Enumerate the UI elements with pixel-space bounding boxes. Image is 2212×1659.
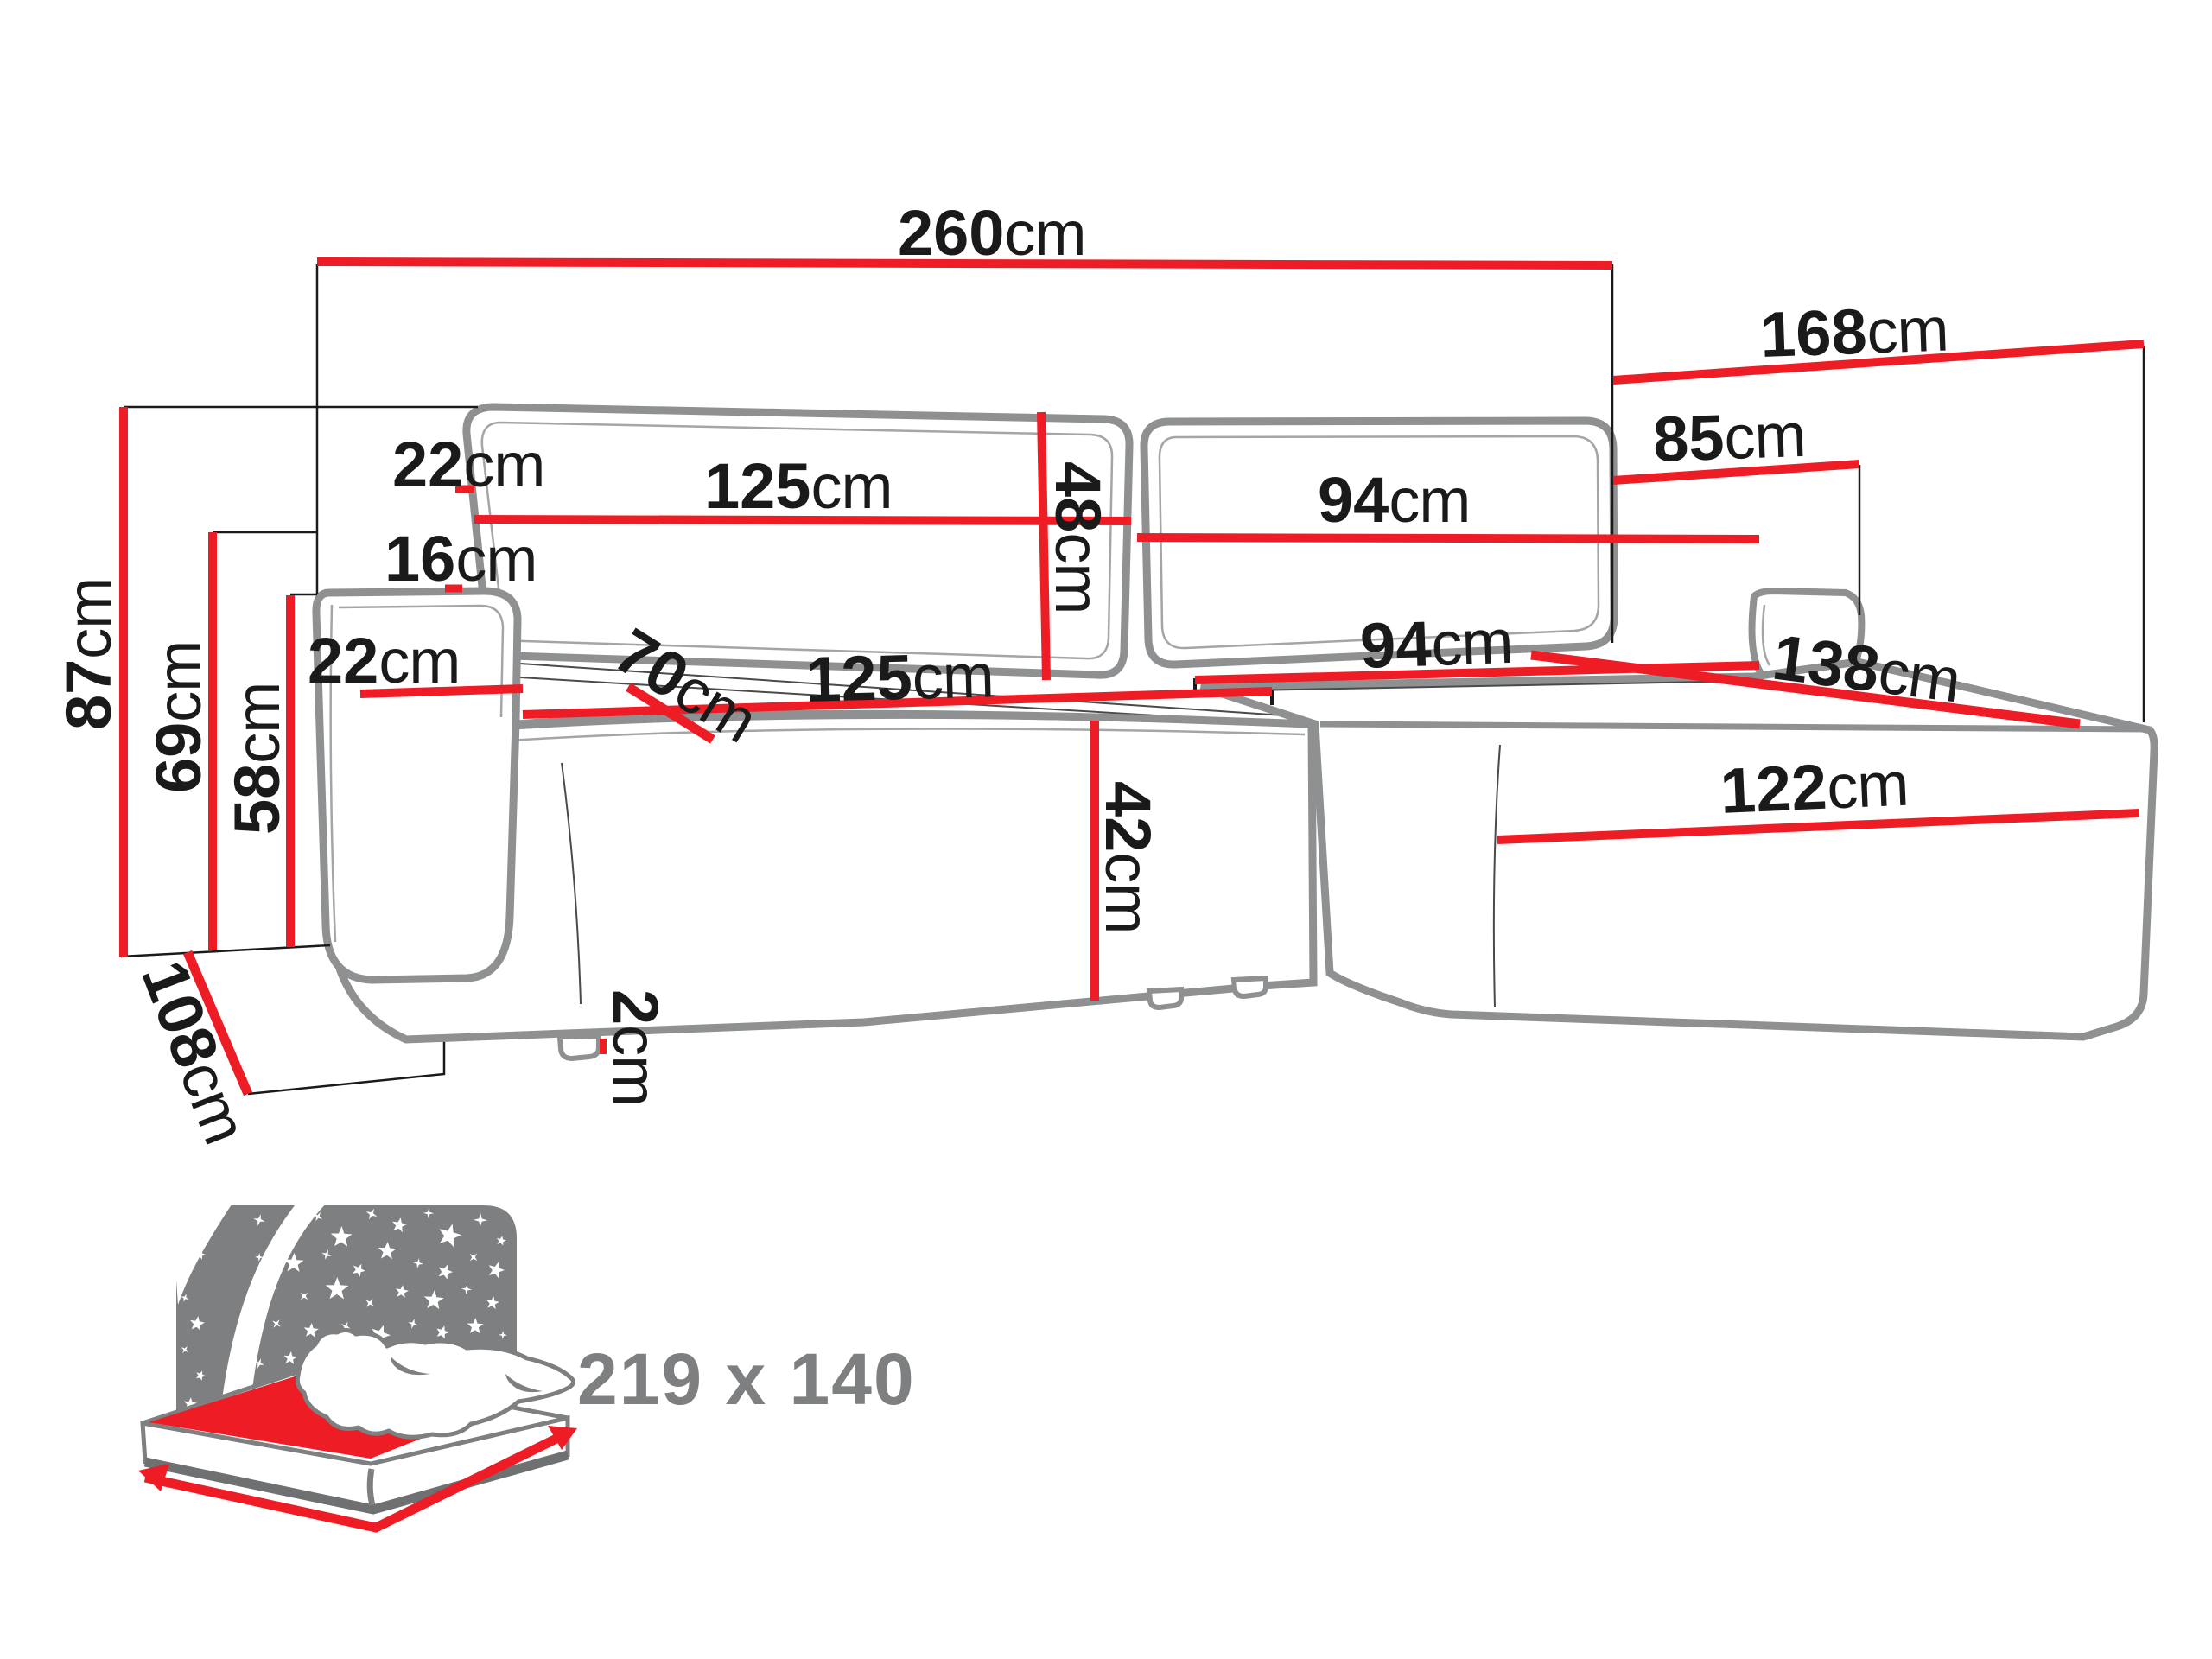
svg-text:22cm: 22cm: [392, 429, 544, 500]
svg-text:125cm: 125cm: [804, 639, 995, 715]
svg-text:125cm: 125cm: [704, 450, 892, 522]
svg-text:48cm: 48cm: [1042, 461, 1114, 613]
svg-text:22cm: 22cm: [308, 625, 460, 696]
svg-text:94cm: 94cm: [1318, 464, 1470, 536]
svg-text:2cm: 2cm: [600, 989, 671, 1106]
svg-text:69cm: 69cm: [143, 641, 214, 793]
svg-text:16cm: 16cm: [385, 523, 537, 594]
svg-text:168cm: 168cm: [1759, 292, 1949, 371]
svg-text:85cm: 85cm: [1652, 398, 1807, 475]
svg-text:42cm: 42cm: [1092, 781, 1164, 933]
svg-text:122cm: 122cm: [1719, 747, 1910, 827]
svg-text:94cm: 94cm: [1359, 605, 1514, 682]
svg-text:58cm: 58cm: [221, 683, 293, 835]
svg-text:87cm: 87cm: [53, 578, 124, 730]
svg-text:260cm: 260cm: [898, 197, 1085, 269]
svg-text:219 x 140: 219 x 140: [577, 1338, 916, 1420]
